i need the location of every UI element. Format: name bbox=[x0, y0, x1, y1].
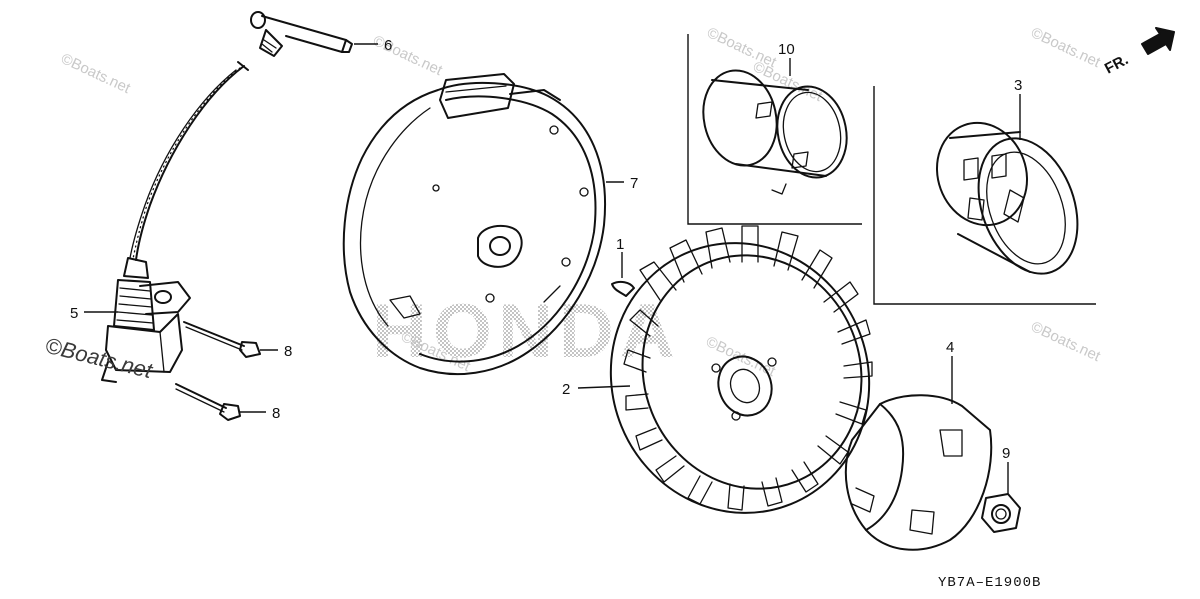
ignition-coil bbox=[101, 257, 191, 383]
callout-labels: 6 7 1 2 10 3 4 9 5 8 8 bbox=[70, 37, 1022, 462]
leader-lines bbox=[84, 43, 1021, 494]
watermark: ©Boats.net bbox=[1028, 24, 1103, 71]
callout-1: 1 bbox=[616, 236, 624, 253]
callout-8: 8 bbox=[284, 343, 292, 360]
watermark: ©Boats.net bbox=[1028, 318, 1103, 365]
spark-plug-cap bbox=[250, 11, 353, 57]
callout-7: 7 bbox=[630, 175, 638, 192]
woodruff-key bbox=[611, 280, 635, 297]
watermark: ©Boats.net bbox=[58, 50, 133, 97]
flywheel bbox=[609, 225, 873, 514]
callout-10: 10 bbox=[778, 41, 795, 58]
callout-4: 4 bbox=[946, 339, 954, 356]
diagram-code: YB7A–E1900B bbox=[938, 575, 1041, 591]
collar-detail-box bbox=[687, 34, 862, 225]
callout-3: 3 bbox=[1014, 77, 1022, 94]
callout-5: 5 bbox=[70, 305, 78, 322]
callout-9: 9 bbox=[1002, 445, 1010, 462]
callout-8: 8 bbox=[272, 405, 280, 422]
ignition-coil-assembly bbox=[101, 11, 353, 421]
ht-cable bbox=[135, 65, 245, 261]
collar bbox=[702, 69, 848, 195]
front-direction-indicator: FR. bbox=[1102, 27, 1175, 78]
starter-cup bbox=[935, 121, 1079, 275]
callout-2: 2 bbox=[562, 381, 570, 398]
coil-bolt bbox=[175, 383, 241, 421]
callout-6: 6 bbox=[384, 37, 392, 54]
brand-watermark: HONDA bbox=[372, 289, 681, 374]
watermark: ©Boats.net bbox=[370, 32, 445, 79]
watermark-large: ©Boats.net bbox=[43, 333, 156, 384]
flywheel-cover bbox=[342, 73, 606, 376]
front-label: FR. bbox=[1102, 51, 1131, 77]
flange-nut bbox=[981, 493, 1021, 533]
starter-pulley bbox=[844, 394, 993, 551]
coil-bolt bbox=[183, 321, 261, 358]
cup-detail-box bbox=[873, 86, 1096, 305]
